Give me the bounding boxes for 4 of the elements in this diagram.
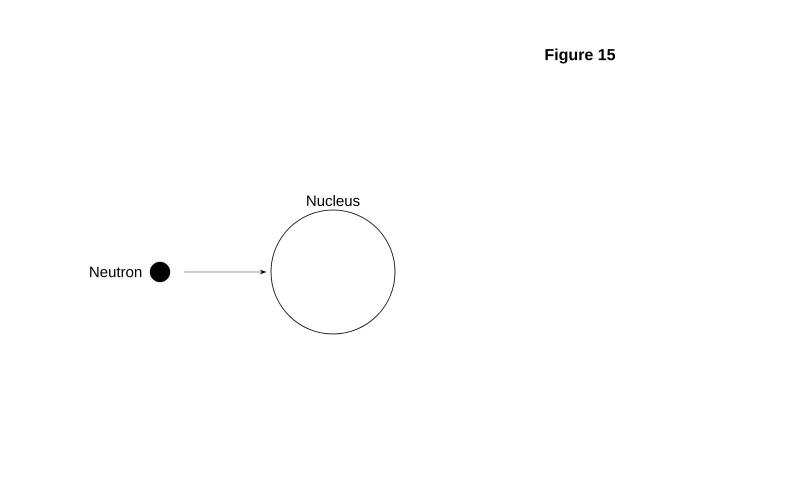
node-label: Neutron (90, 266, 142, 278)
figure-title: Figure 15 (546, 48, 616, 64)
arrow (184, 270, 266, 274)
node-label: Nucleus (307, 195, 360, 206)
